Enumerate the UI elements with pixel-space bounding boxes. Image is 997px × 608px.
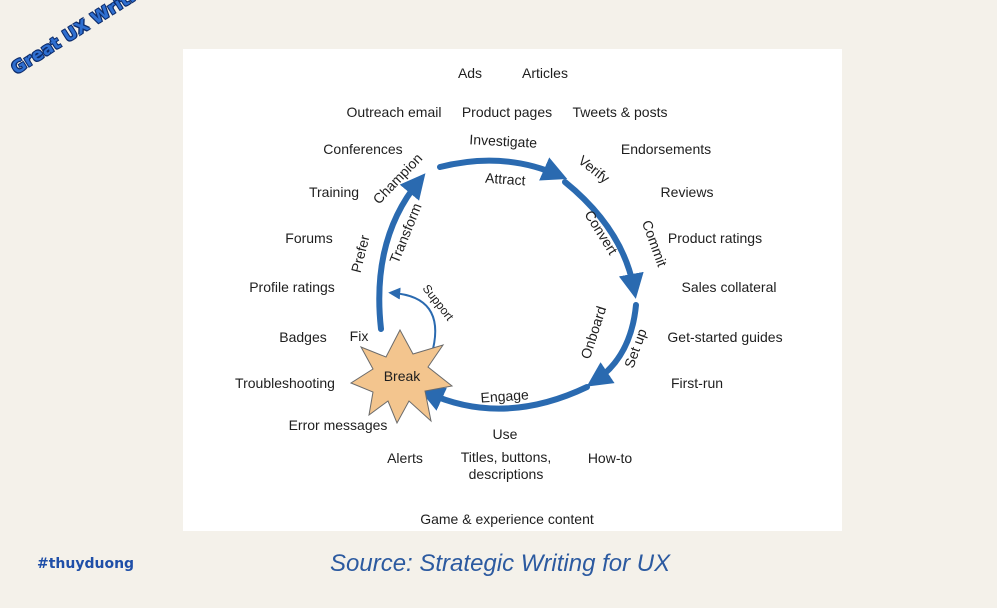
content-endorsements: Endorsements	[621, 141, 711, 157]
content-badges: Badges	[279, 329, 326, 345]
content-alerts: Alerts	[387, 450, 423, 466]
author-hashtag: #thuyduong	[37, 556, 135, 572]
watermark-logo: Great UX Writing	[8, 0, 160, 79]
content-product-ratings: Product ratings	[668, 230, 762, 246]
cycle-arrow-fix	[376, 173, 426, 332]
content-articles: Articles	[522, 65, 568, 81]
support-label: Support	[420, 282, 457, 324]
cycle-diagram: Break Investigate Attract Verify Convert…	[183, 49, 842, 531]
content-forums: Forums	[285, 230, 332, 246]
content-reviews: Reviews	[661, 184, 714, 200]
content-profile-ratings: Profile ratings	[249, 279, 335, 295]
cycle-arrow-engage	[418, 384, 590, 412]
cycle-arrow-attract	[437, 157, 568, 181]
stage-onboard: Onboard	[577, 304, 609, 361]
content-ads: Ads	[458, 65, 482, 81]
content-use-detail-line2: descriptions	[469, 466, 544, 482]
content-game-experience: Game & experience content	[420, 511, 594, 527]
content-tweets-posts: Tweets & posts	[573, 104, 668, 120]
stage-investigate: Investigate	[469, 131, 538, 151]
content-error-messages: Error messages	[289, 417, 388, 433]
content-troubleshooting: Troubleshooting	[235, 375, 335, 391]
content-sales-collateral: Sales collateral	[682, 279, 777, 295]
stage-commit: Commit	[639, 218, 671, 269]
content-conferences: Conferences	[323, 141, 402, 157]
stage-fix: Fix	[350, 328, 369, 344]
source-caption: Source: Strategic Writing for UX	[330, 550, 671, 577]
content-product-pages: Product pages	[462, 104, 552, 120]
stage-attract: Attract	[485, 170, 527, 189]
stage-champion: Champion	[369, 150, 425, 207]
stage-use: Use	[493, 426, 518, 442]
break-starburst	[349, 328, 454, 425]
stage-verify: Verify	[575, 152, 612, 186]
stage-engage: Engage	[480, 386, 529, 405]
cycle-arrow-onboard	[586, 302, 639, 387]
content-training: Training	[309, 184, 359, 200]
content-use-detail-line1: Titles, buttons,	[461, 449, 552, 465]
content-how-to: How-to	[588, 450, 633, 466]
support-arrow	[388, 287, 437, 350]
break-label: Break	[384, 368, 422, 384]
content-get-started-guides: Get-started guides	[667, 329, 782, 345]
content-first-run: First-run	[671, 375, 723, 391]
stage-prefer: Prefer	[348, 233, 373, 274]
cycle-arrow-convert	[562, 179, 644, 299]
content-outreach-email: Outreach email	[347, 104, 442, 120]
